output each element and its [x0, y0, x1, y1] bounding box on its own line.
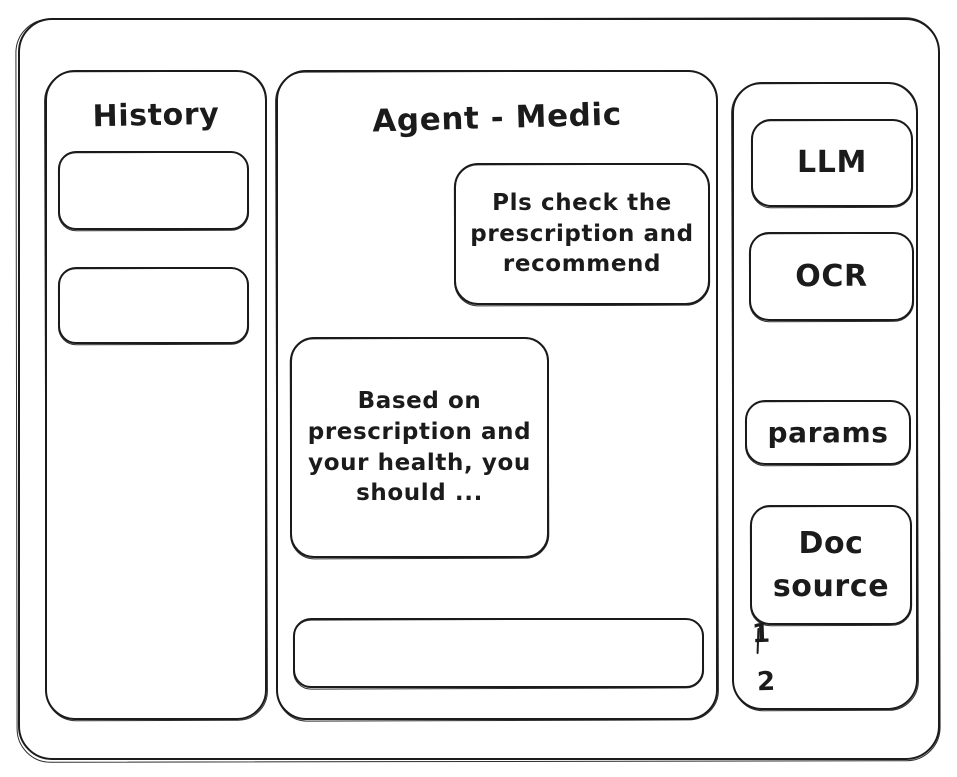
- tools-panel: [732, 82, 918, 710]
- tool-doc-source-label: Doc source: [772, 525, 890, 605]
- app-window-frame: [18, 18, 940, 760]
- history-list-item[interactable]: [58, 267, 249, 344]
- agent-message-text: Based on prescription and your health, y…: [307, 388, 532, 507]
- tool-params[interactable]: params: [745, 400, 911, 465]
- user-message-text: Pls check the prescription and recommend: [470, 190, 694, 278]
- doc-source-ref-2[interactable]: 2: [756, 666, 777, 698]
- tool-llm[interactable]: LLM: [751, 119, 913, 207]
- agent-chat-panel: [276, 70, 718, 720]
- tool-doc-source[interactable]: Doc source: [750, 505, 912, 625]
- message-input[interactable]: [293, 618, 704, 688]
- history-panel-title: History: [92, 96, 220, 135]
- user-message-bubble: Pls check the prescription and recommend: [454, 163, 710, 305]
- doc-source-ref-1[interactable]: 1: [751, 618, 772, 650]
- history-list-item[interactable]: [58, 151, 249, 230]
- tool-params-label: params: [767, 415, 889, 449]
- tool-llm-label: LLM: [797, 145, 867, 181]
- tool-ocr[interactable]: OCR: [749, 232, 914, 321]
- history-panel: [45, 70, 267, 720]
- tool-ocr-label: OCR: [795, 258, 868, 294]
- agent-message-bubble: Based on prescription and your health, y…: [290, 337, 549, 558]
